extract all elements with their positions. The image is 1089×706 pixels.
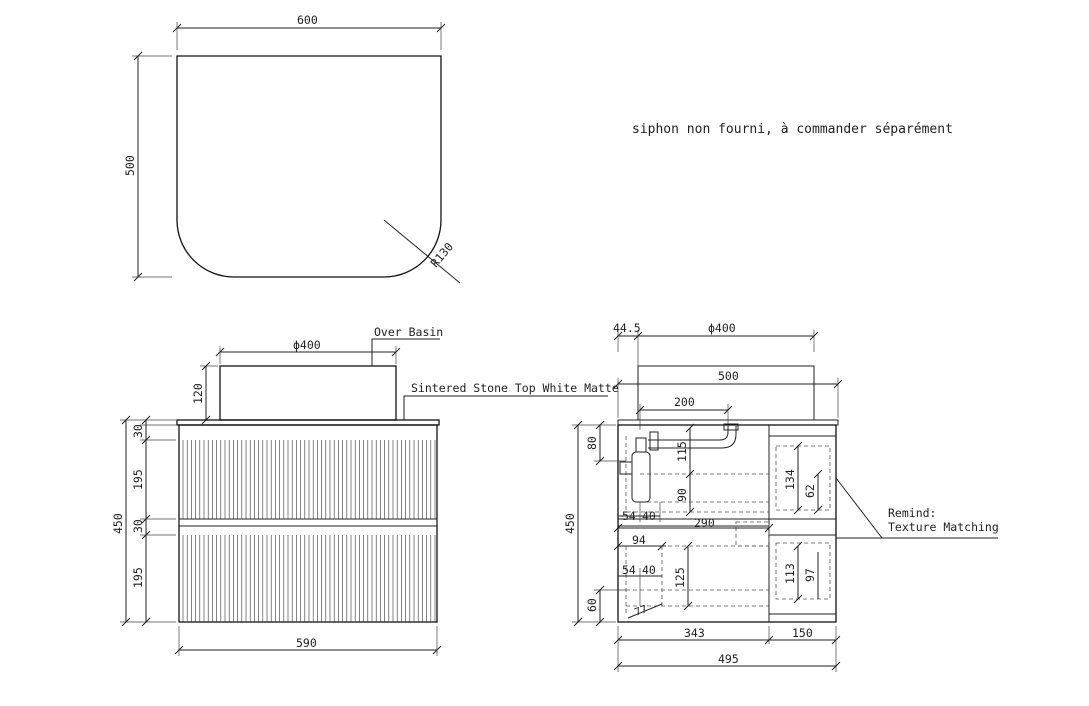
front-basin-height-label: 120	[191, 383, 205, 404]
front-width-label: 590	[296, 636, 317, 650]
side-drawer1-recess	[775, 445, 831, 511]
sintered-top-label: Sintered Stone Top White Matte	[411, 381, 619, 395]
side-dim-90: 90	[675, 488, 689, 502]
top-depth-label: 500	[123, 155, 137, 176]
front-dim-top: 30	[131, 424, 145, 438]
front-basin-dia-label: ϕ400	[293, 338, 321, 352]
front-dim-drawer1: 195	[131, 469, 145, 490]
side-dim-54b: 54	[622, 563, 636, 577]
side-dim-40b: 40	[642, 563, 656, 577]
side-dim-77: 77	[633, 603, 649, 619]
side-dim-113: 113	[783, 563, 797, 584]
side-dim-290: 290	[694, 516, 715, 530]
side-dim-60: 60	[585, 598, 599, 612]
side-cabinet	[617, 424, 837, 623]
side-dim-80: 80	[585, 436, 599, 450]
side-basin-dia-label: ϕ400	[708, 321, 736, 335]
remind-label: Remind:	[888, 506, 936, 520]
side-dim-115: 115	[675, 441, 689, 462]
side-dim-62: 62	[803, 484, 817, 498]
siphon	[619, 423, 739, 503]
front-cabinet	[178, 424, 438, 623]
side-dim-125: 125	[673, 567, 687, 588]
side-dim-343: 343	[684, 626, 705, 640]
side-total-height: 450	[563, 513, 577, 534]
side-offset-label: 44.5	[613, 321, 641, 335]
top-view: 600 500 R130	[123, 13, 461, 284]
radius-label: R130	[428, 240, 457, 270]
front-drawer-gap	[178, 518, 438, 527]
side-drawer2-recess	[775, 542, 831, 600]
texture-matching-label: Texture Matching	[888, 520, 999, 534]
side-depth-top-label: 500	[718, 369, 739, 383]
side-dim-97: 97	[803, 568, 817, 582]
front-total-height: 450	[111, 513, 125, 534]
side-dim-40a: 40	[642, 509, 656, 523]
side-view: 44.5 ϕ400 500 200	[563, 321, 999, 672]
front-basin	[219, 365, 397, 421]
side-dim-150: 150	[792, 626, 813, 640]
front-view: ϕ400 Over Basin 120 Sintered Stone Top W…	[111, 325, 619, 656]
side-trap-width-label: 200	[674, 395, 695, 409]
siphon-note: siphon non fourni, à commander séparémen…	[632, 122, 953, 137]
over-basin-label: Over Basin	[374, 325, 443, 339]
top-view-outline	[176, 55, 442, 278]
front-dim-gap: 30	[131, 519, 145, 533]
fluted-fronts	[182, 440, 436, 622]
front-dim-drawer2: 195	[131, 567, 145, 588]
front-countertop	[176, 419, 440, 426]
side-dim-495: 495	[718, 652, 739, 666]
top-width-label: 600	[297, 13, 318, 27]
radius-leader	[383, 219, 461, 284]
side-dim-94: 94	[632, 533, 646, 547]
side-dim-134: 134	[783, 469, 797, 490]
side-dim-54a: 54	[622, 509, 636, 523]
